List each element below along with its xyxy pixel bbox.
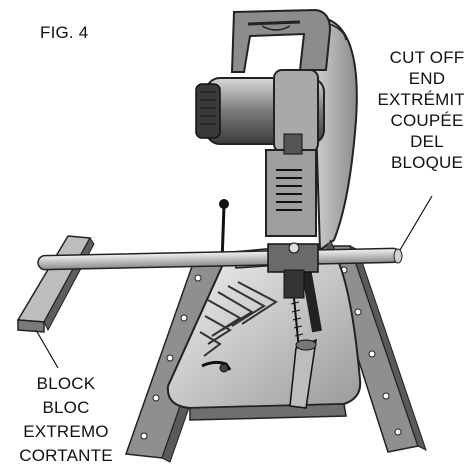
figure-title: FIG. 4 xyxy=(40,23,89,42)
block-label-line: BLOCK xyxy=(36,374,96,393)
cut-off-end-line: CUT OFF xyxy=(389,48,464,67)
cut-off-end-line: COUPÉE xyxy=(390,111,464,130)
pivot-spring xyxy=(265,133,317,237)
saw-handle xyxy=(230,8,332,73)
cut-off-end-line: END xyxy=(408,69,446,88)
cut-off-end-line: EXTRÉMITÉ xyxy=(377,90,464,109)
cut-off-end-label: CUT OFF END EXTRÉMITÉ COUPÉE DEL BLOQUE xyxy=(357,47,464,173)
cut-off-end-line: DEL xyxy=(410,132,444,151)
saw-motor xyxy=(195,69,325,153)
blade-guard xyxy=(312,16,358,257)
vise-clamp xyxy=(267,242,319,409)
block-leader xyxy=(35,329,59,369)
wood-block xyxy=(16,235,95,333)
cut-off-end-leader xyxy=(399,195,433,251)
block-label: BLOCK BLOC EXTREMO CORTANTE xyxy=(6,373,126,469)
block-label-line: EXTREMO xyxy=(23,422,109,441)
cut-off-end-line: BLOQUE xyxy=(390,153,464,172)
block-label-line: BLOC xyxy=(42,398,90,417)
block-label-line: CORTANTE xyxy=(19,446,113,465)
